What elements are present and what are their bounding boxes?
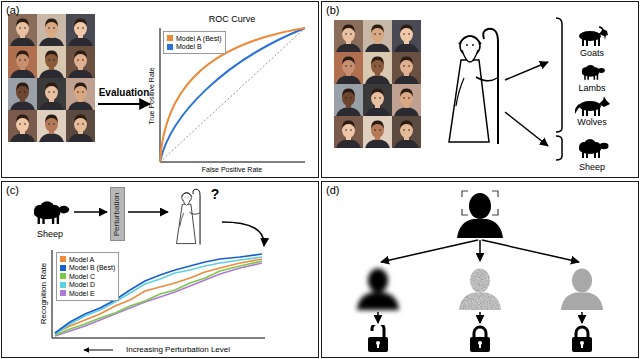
axis-label: False Positive Rate <box>202 166 262 174</box>
roc-plot <box>160 28 305 162</box>
legend-swatch <box>60 256 66 262</box>
process-box: Perturbation <box>110 187 125 241</box>
locked-icon <box>470 327 490 352</box>
arrow <box>381 240 478 262</box>
sheep-icon <box>34 201 69 224</box>
legend-label: Model C <box>69 273 95 280</box>
axis-label: True Positive Rate <box>148 67 156 124</box>
legend-swatch <box>167 44 173 50</box>
recognition-plot <box>52 250 265 338</box>
legend-entry: Model B (Best) <box>60 264 115 273</box>
arrow <box>222 222 264 246</box>
legend-label: Model A <box>69 256 94 263</box>
arrow <box>482 240 579 262</box>
face-detect-brackets <box>462 191 498 215</box>
legend-swatch <box>60 273 66 279</box>
arrow-label: Evaluation <box>99 87 150 99</box>
panel-label: (d) <box>326 184 339 196</box>
face-collage <box>334 20 421 148</box>
legend-label: Model E <box>69 290 95 297</box>
legend-swatch <box>60 265 66 271</box>
locked-icon <box>572 327 592 352</box>
question-mark: ? <box>211 186 220 202</box>
grey-silhouette <box>561 269 603 310</box>
goat-icon <box>579 27 608 46</box>
legend-entry: Model B <box>167 43 222 52</box>
arrow <box>505 112 548 146</box>
legend-label: Model B <box>176 43 202 50</box>
shepherd-figure <box>449 29 498 144</box>
legend-swatch <box>60 282 66 288</box>
evaluation-arrow <box>98 103 150 105</box>
category-label: Sheep <box>37 229 63 239</box>
legend-swatch <box>167 35 173 41</box>
axis-label: Recognition Rate <box>39 263 48 324</box>
chart-legend: Model AModel B (Best) Model CModel D Model… <box>56 252 119 301</box>
category-label: Lambs <box>578 83 605 93</box>
category-label: Wolves <box>577 117 606 127</box>
panel-label: (c) <box>6 184 19 196</box>
arrow <box>377 312 379 323</box>
panel-label: (b) <box>326 4 339 16</box>
legend-entry: Model D <box>60 281 115 290</box>
bracket <box>556 136 562 160</box>
lamb-icon <box>582 65 605 80</box>
arrow <box>128 211 168 213</box>
arrow <box>505 62 548 80</box>
panel-label: (a) <box>6 4 19 16</box>
category-label: Goats <box>580 48 604 58</box>
legend-label: Model B (Best) <box>69 264 115 271</box>
panel-frame: (c) Perturbation <box>1 181 319 358</box>
unlocked-icon <box>368 323 388 352</box>
legend-label: Model A (Best) <box>176 35 222 42</box>
arrow <box>479 312 481 323</box>
box-label: Perturbation <box>113 192 122 236</box>
noisy-silhouette <box>459 269 501 310</box>
category-label: Sheep <box>579 162 605 172</box>
axis-arrow <box>84 350 113 351</box>
sheep-icon <box>579 139 609 158</box>
legend-entry: Model A <box>60 255 115 264</box>
panel-frame: (d) <box>321 181 639 358</box>
panel-frame: (a) <box>1 1 319 178</box>
arrow <box>581 312 583 323</box>
legend-label: Model D <box>69 281 95 288</box>
arrow <box>74 211 107 213</box>
legend-swatch <box>60 290 66 296</box>
legend-entry: Model A (Best) <box>167 34 222 43</box>
face-collage <box>8 14 95 142</box>
chart-title: ROC Curve <box>209 14 256 24</box>
axis-label: Increasing Perturbation Level <box>126 345 230 354</box>
legend-entry: Model E <box>60 289 115 298</box>
bracket <box>556 18 562 132</box>
wolf-icon <box>575 97 610 117</box>
blurred-silhouette <box>357 269 399 310</box>
chart-legend: Model A (Best)Model B <box>163 31 226 54</box>
legend-entry: Model C <box>60 272 115 281</box>
arrow <box>479 240 481 261</box>
shepherd-figure <box>177 189 201 244</box>
